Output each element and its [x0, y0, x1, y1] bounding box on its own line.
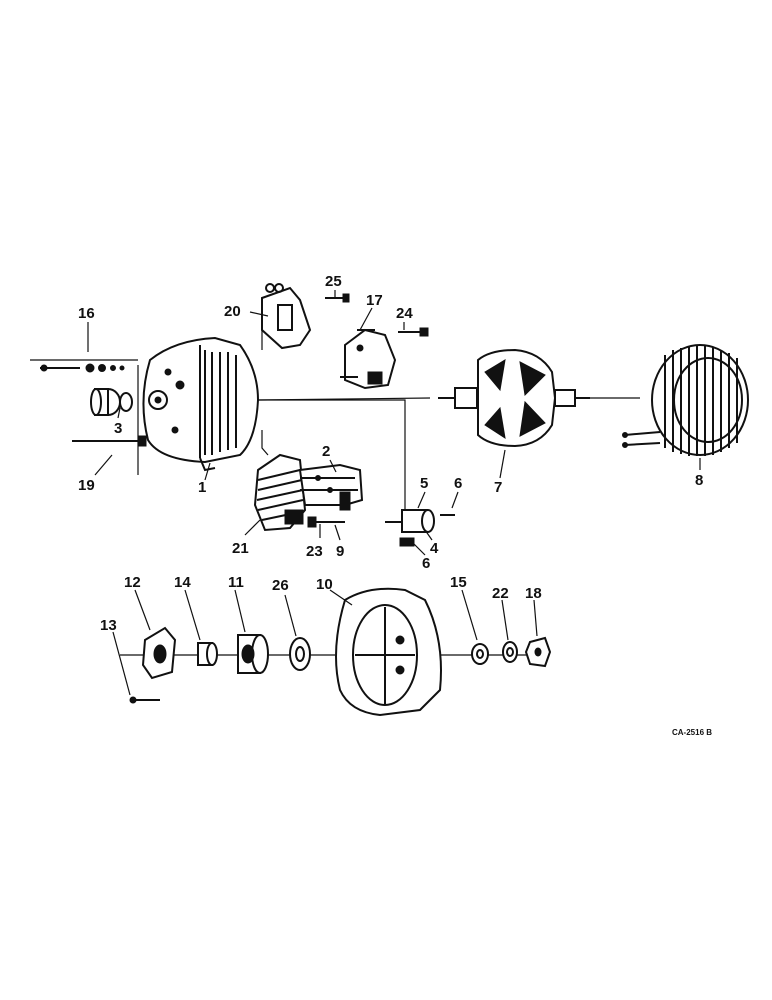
- callout-21: 21: [232, 540, 249, 557]
- callout-22: 22: [492, 585, 509, 602]
- part-24-screw: [398, 327, 429, 337]
- part-16-screw-set: [40, 363, 125, 373]
- callout-16: 16: [78, 305, 95, 322]
- callout-5: 5: [420, 475, 428, 492]
- callout-25: 25: [325, 273, 342, 290]
- leader-lines: [87, 290, 701, 696]
- callout-8: 8: [695, 472, 703, 489]
- part-10-end-frame: [335, 587, 442, 717]
- callout-12: 12: [124, 574, 141, 591]
- part-5-capacitor: [385, 509, 455, 547]
- callout-10: 10: [316, 576, 333, 593]
- part-2-diode-trio: [298, 463, 364, 511]
- callout-20: 20: [224, 303, 241, 320]
- part-1-drive-end-frame: [142, 336, 260, 472]
- part-26-washer: [289, 637, 311, 671]
- part-7-rotor: [438, 348, 590, 448]
- callout-2: 2: [322, 443, 330, 460]
- part-8-stator: [622, 344, 749, 456]
- callout-26: 26: [272, 577, 289, 594]
- part-21-rectifier: [253, 453, 307, 532]
- callout-19: 19: [78, 477, 95, 494]
- callout-9: 9: [336, 543, 344, 560]
- part-12-retainer-plate: [129, 626, 177, 704]
- part-25-screw: [325, 293, 350, 303]
- callout-23: 23: [306, 543, 323, 560]
- callout-6-lower: 6: [422, 555, 430, 572]
- part-3-bushing: [90, 388, 133, 416]
- callout-3: 3: [114, 420, 122, 437]
- callout-14: 14: [174, 574, 191, 591]
- part-19-through-bolt: [72, 435, 147, 447]
- part-14-collar: [197, 642, 218, 666]
- part-11-bearing: [237, 634, 269, 674]
- callout-4: 4: [430, 540, 439, 557]
- callout-17: 17: [366, 292, 383, 309]
- part-22-lockwasher: [502, 641, 518, 663]
- callout-15: 15: [450, 574, 467, 591]
- callout-1: 1: [198, 479, 206, 496]
- callout-7: 7: [494, 479, 502, 496]
- part-17-brush-holder: [340, 328, 397, 390]
- callout-18: 18: [525, 585, 542, 602]
- callout-24: 24: [396, 305, 413, 322]
- drawing-code: CA-2516 B: [672, 728, 712, 737]
- callout-6-upper: 6: [454, 475, 462, 492]
- part-15-spacer: [471, 643, 489, 665]
- callout-labels: 1 2 3 4 5 6 6 7 8 9 10 11 12 13 14 15 16…: [78, 273, 712, 737]
- callout-11: 11: [228, 574, 244, 591]
- callout-13: 13: [100, 617, 117, 634]
- part-20-bracket: [261, 283, 312, 350]
- part-23-9-terminal-screw: [307, 516, 345, 528]
- part-18-nut: [524, 636, 552, 668]
